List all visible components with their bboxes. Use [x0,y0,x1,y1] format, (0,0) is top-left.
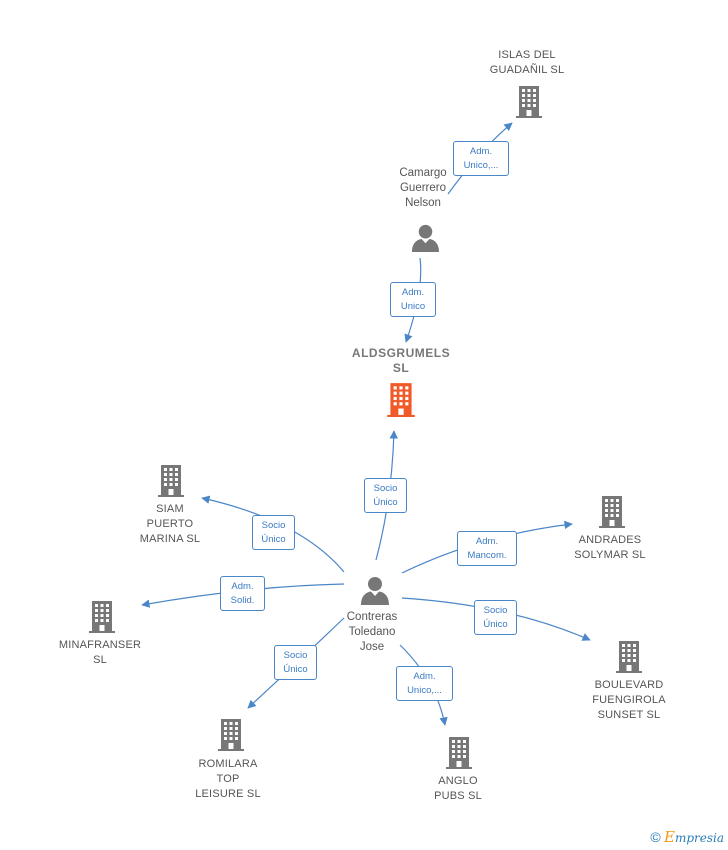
company-boulevard-icon[interactable] [616,641,642,673]
company-minafranser-icon[interactable] [89,601,115,633]
company-romilara-icon[interactable] [218,719,244,751]
focus-company-label[interactable]: ALDSGRUMELS SL [351,346,451,375]
edge-label-camargo-focus: Adm. Unico [390,282,436,317]
edge-label-contreras-siam: Socio Único [252,515,295,550]
focus-company-icon[interactable] [387,383,415,417]
edge-label-contreras-anglo: Adm. Unico,... [396,666,453,701]
person-contreras-label[interactable]: Contreras Toledano Jose [346,611,398,653]
company-anglo-label[interactable]: ANGLO PUBS SL [434,775,482,802]
brand-name: mpresia [674,831,724,845]
empresia-watermark: © Empresia [650,828,724,846]
company-romilara-label[interactable]: ROMILARA TOP LEISURE SL [195,758,261,800]
edge-label-camargo-islas: Adm. Unico,... [453,141,509,176]
company-islas-label[interactable]: ISLAS DEL GUADAÑIL SL [489,49,565,76]
edge-label-contreras-romilara: Socio Único [274,645,317,680]
person-contreras-icon[interactable] [361,577,389,605]
company-islas-icon[interactable] [516,86,542,118]
edge-label-contreras-minafranser: Adm. Solid. [220,576,265,611]
company-siam-icon[interactable] [158,465,184,497]
person-camargo-icon[interactable] [411,224,440,252]
company-andrades-label[interactable]: ANDRADES SOLYMAR SL [574,534,646,561]
brand-initial: E [663,828,675,846]
edge-label-contreras-andrades: Adm. Mancom. [457,531,517,566]
person-camargo-label[interactable]: Camargo Guerrero Nelson [399,167,447,209]
company-boulevard-label[interactable]: BOULEVARD FUENGIROLA SUNSET SL [592,679,666,721]
company-minafranser-label[interactable]: MINAFRANSER SL [58,639,142,666]
company-siam-label[interactable]: SIAM PUERTO MARINA SL [139,503,201,545]
edge-label-contreras-focus: Socio Único [364,478,407,513]
copyright-icon: © [650,829,661,845]
company-anglo-icon[interactable] [446,737,472,769]
company-andrades-icon[interactable] [599,496,625,528]
edge-label-contreras-boulevard: Socio Único [474,600,517,635]
